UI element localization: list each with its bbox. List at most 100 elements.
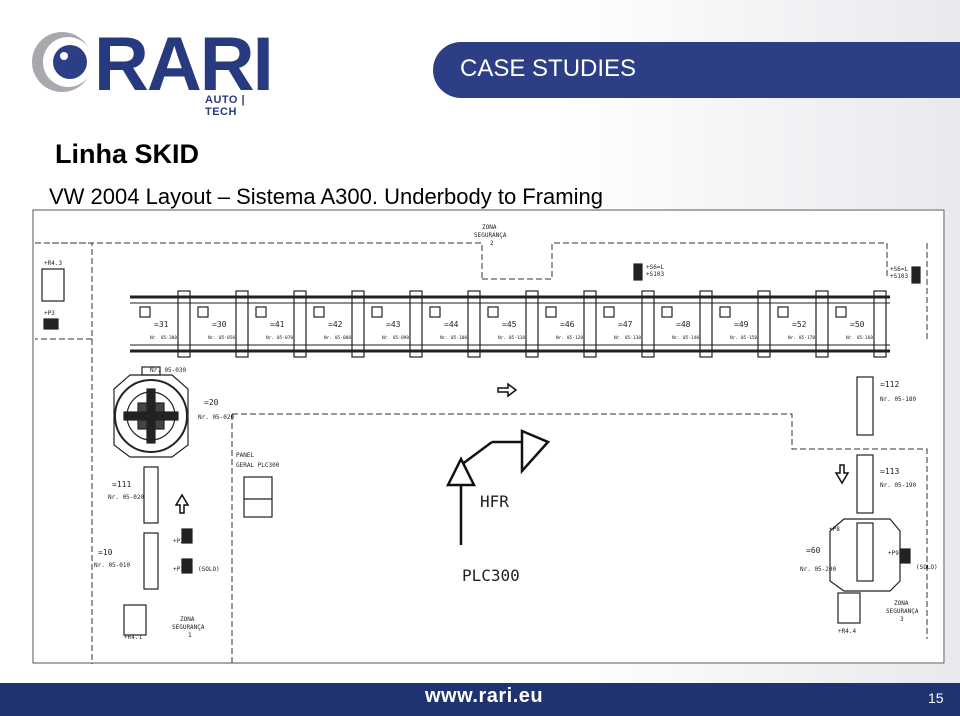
logo-wordmark: RARI	[94, 22, 274, 107]
station-marker-1	[139, 306, 151, 318]
station-112-code: Nr. 05-180	[880, 396, 917, 403]
station-label-9: =47	[618, 320, 633, 329]
logo-eye-icon	[32, 32, 93, 92]
station-label-5: =43	[386, 320, 401, 329]
zone-top-line3: 2	[490, 240, 494, 247]
panel-r41-label: +R4.1	[124, 634, 142, 641]
station-code-5: Nr. 05-090	[382, 335, 409, 341]
station-frame-10	[699, 290, 713, 358]
panel-p3-label: +P3	[44, 310, 55, 317]
station-frame-1	[177, 290, 191, 358]
sol-right-label-2: +S103	[890, 273, 908, 280]
station-frame-5	[409, 290, 423, 358]
zone-top-line2: SEGURANÇA	[474, 232, 507, 239]
station-marker-3	[255, 306, 267, 318]
station-code-2: Nr. 05-050	[208, 335, 235, 341]
footer-bar	[0, 683, 960, 716]
zone-right-line3: 3	[900, 616, 904, 623]
station-label-6: =44	[444, 320, 459, 329]
station-frame-6	[467, 290, 481, 358]
panel-r43-label: +R4.3	[44, 260, 62, 267]
station-frame-3	[293, 290, 307, 358]
solo-left-label: (SOLO)	[198, 566, 220, 573]
station-label-11: =49	[734, 320, 749, 329]
station-marker-12	[777, 306, 789, 318]
case-studies-label: CASE STUDIES	[460, 55, 637, 82]
panel-p1-label: +P1	[173, 566, 184, 573]
zone-left-line2: SEGURANÇA	[172, 624, 205, 631]
panel-p2-label: +P2	[173, 538, 184, 545]
station-marker-13	[835, 306, 847, 318]
station-frame-2	[235, 290, 249, 358]
footer-url[interactable]: www.rari.eu	[425, 685, 544, 707]
layout-svg: ZONA SEGURANÇA 2 +R4.3 +P3 +S6=L +S103 +…	[32, 209, 945, 664]
station-code-3: Nr. 05-070	[266, 335, 293, 341]
station-label-4: =42	[328, 320, 343, 329]
station-code-6: Nr. 05-100	[440, 335, 467, 341]
page-number: 15	[928, 690, 944, 706]
station-code-10: Nr. 05-140	[672, 335, 699, 341]
station-frame-7	[525, 290, 539, 358]
station-code-7: Nr. 05-110	[498, 335, 525, 341]
sol-top-label-1: +S6=L	[646, 264, 664, 271]
station-frame-8	[583, 290, 597, 358]
sol-right-label-1: +S6=L	[890, 266, 908, 273]
case-studies-banner	[433, 42, 960, 98]
layout-diagram: ZONA SEGURANÇA 2 +R4.3 +P3 +S6=L +S103 +…	[32, 209, 945, 664]
panel-r44-label: +R4.4	[838, 628, 856, 635]
station-label-1: =31	[154, 320, 169, 329]
station-marker-6	[429, 306, 441, 318]
station-113-code: Nr. 05-190	[880, 482, 917, 489]
panel-label-line2: GERAL PLC300	[236, 462, 280, 469]
zone-right-line1: ZONA	[894, 600, 909, 607]
station-10-code: Nr. 05-010	[94, 562, 131, 569]
station-frame-13	[873, 290, 887, 358]
station-label-10: =48	[676, 320, 691, 329]
panel-label-line1: PANEL	[236, 452, 254, 459]
station-marker-9	[603, 306, 615, 318]
station-code-1: Nr. 05-300	[150, 335, 177, 341]
station-marker-10	[661, 306, 673, 318]
slide-title: Linha SKID	[55, 139, 200, 169]
station-marker-8	[545, 306, 557, 318]
panel-p8-label: +P8	[829, 526, 840, 533]
station-112-label: =112	[880, 380, 899, 389]
station-label-12: =52	[792, 320, 807, 329]
station-111-label: =111	[112, 480, 131, 489]
station-20-code: Nr. 05-020	[198, 414, 235, 421]
station-marker-7	[487, 306, 499, 318]
station-label-7: =45	[502, 320, 517, 329]
station-code-9: Nr. 05-130	[614, 335, 641, 341]
station-frame-4	[351, 290, 365, 358]
station-code-8: Nr. 05-120	[556, 335, 583, 341]
zone-left-line3: 1	[188, 632, 192, 639]
station-frame-9	[641, 290, 655, 358]
station-113-label: =113	[880, 467, 899, 476]
station-label-8: =46	[560, 320, 575, 329]
station-label-13: =50	[850, 320, 865, 329]
logo-subtext: AUTO | TECH	[205, 94, 246, 118]
station-code-11: Nr. 05-150	[730, 335, 757, 341]
rari-logo: RARI AUTO | TECH	[28, 22, 274, 118]
sol-top-label-2: +S103	[646, 271, 664, 278]
station-marker-11	[719, 306, 731, 318]
station-60-code: Nr. 05-200	[800, 566, 837, 573]
zone-left-line1: ZONA	[180, 616, 195, 623]
zone-top-line1: ZONA	[482, 224, 497, 231]
station-111-code: Nr. 05-020	[108, 494, 145, 501]
station-label-2: =30	[212, 320, 227, 329]
station-frame-11	[757, 290, 771, 358]
station-10-label: =10	[98, 548, 113, 557]
station-marker-2	[197, 306, 209, 318]
station-60-label: =60	[806, 546, 821, 555]
plc300-label: PLC300	[462, 566, 520, 585]
solo-right-label: (SOLO)	[916, 564, 938, 571]
station-20b-code: Nr. 05-030	[150, 367, 187, 374]
station-code-12: Nr. 05-170	[788, 335, 815, 341]
panel-p9-label: +P9	[888, 550, 899, 557]
station-code-13: Nr. 05-160	[846, 335, 873, 341]
slide-subtitle: VW 2004 Layout – Sistema A300. Underbody…	[49, 184, 603, 209]
station-marker-5	[371, 306, 383, 318]
station-20-label: =20	[204, 398, 219, 407]
hfr-label: HFR	[480, 492, 509, 511]
